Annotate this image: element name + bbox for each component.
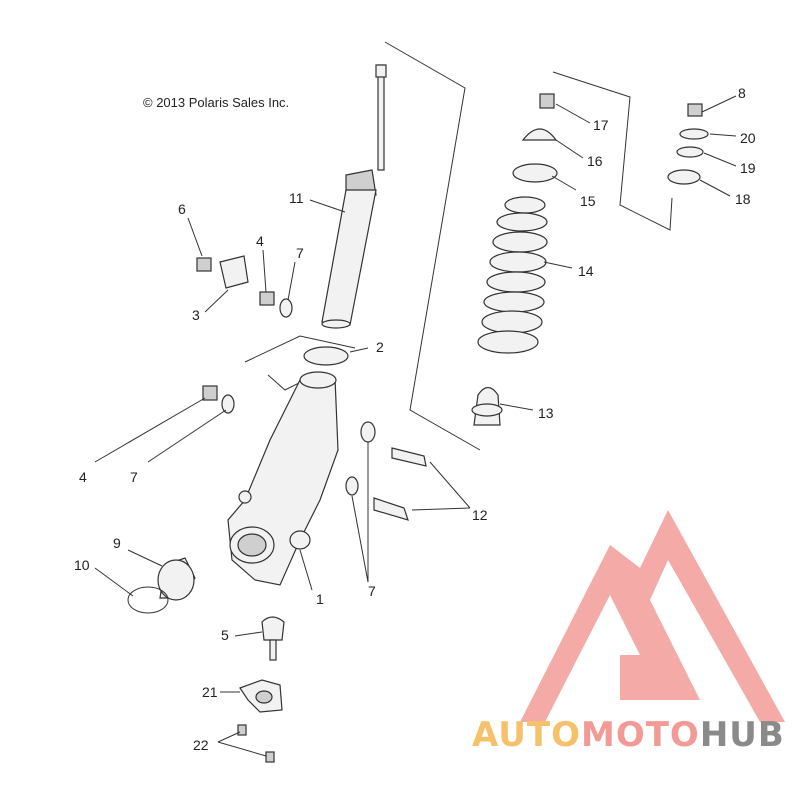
logo-hub: HUB [699,715,785,755]
logo-moto: MOTO [580,715,700,755]
watermark-logo-mark [520,510,785,722]
callout-15: 15 [580,193,596,209]
clip-3 [219,255,249,289]
callout-17: 17 [593,117,609,133]
spring-seat [512,163,558,183]
callout-20: 20 [740,130,756,146]
callout-11: 11 [289,190,304,206]
logo-auto: AUTO [472,715,581,755]
callout-2: 2 [376,339,384,355]
washer-7-right-lower [345,476,359,496]
callout-9: 9 [113,535,121,551]
callout-12: 12 [472,507,488,523]
washer-7-right-upper [360,421,376,443]
washer-19 [676,146,704,158]
washer-7-lower [221,394,235,414]
screw-22-b [265,751,275,763]
callout-14: 14 [578,263,594,279]
shock-absorber [321,64,387,329]
nut-4-lower [202,385,218,401]
callout-13: 13 [538,405,554,421]
callout-10: 10 [74,557,90,573]
copyright-notice: © 2013 Polaris Sales Inc. [143,95,290,110]
callout-16: 16 [587,153,603,169]
callout-6: 6 [178,201,186,217]
ball-joint [261,616,285,641]
callout-4-upper: 4 [256,233,264,249]
callout-18: 18 [735,191,751,207]
callout-7-right: 7 [368,583,376,599]
bolt-12-upper [391,447,427,467]
bolt-12-lower [373,497,409,521]
callout-19: 19 [740,160,756,176]
watermark-logo-text: AUTOMOTOHUB [472,715,785,755]
washer-20 [679,128,709,140]
bump-stop [471,386,503,426]
steering-knuckle [227,371,339,586]
nut-8 [687,103,703,117]
callout-4-lower: 4 [79,469,87,485]
seal-ring-2 [303,346,349,366]
leader-bracket-2 [244,335,356,363]
callout-3: 3 [192,307,200,323]
coil-spring [477,196,548,354]
snap-ring [127,586,169,614]
callout-8: 8 [738,85,746,101]
bushing-18 [667,169,701,185]
bracket-line-left [384,41,481,451]
leader-lines [94,95,737,757]
callout-22: 22 [193,737,209,753]
nut-17 [539,93,555,109]
callout-5: 5 [221,627,229,643]
callout-7-left: 7 [130,469,138,485]
nut-4-upper [259,291,275,306]
nut-6 [196,257,212,272]
washer-7-upper [279,298,293,318]
screw-22-a [237,724,247,736]
callout-1: 1 [316,591,324,607]
upper-cup [521,128,558,141]
bracket-line-right [552,71,673,231]
callout-21: 21 [202,684,218,700]
callout-7-upper: 7 [296,245,304,261]
